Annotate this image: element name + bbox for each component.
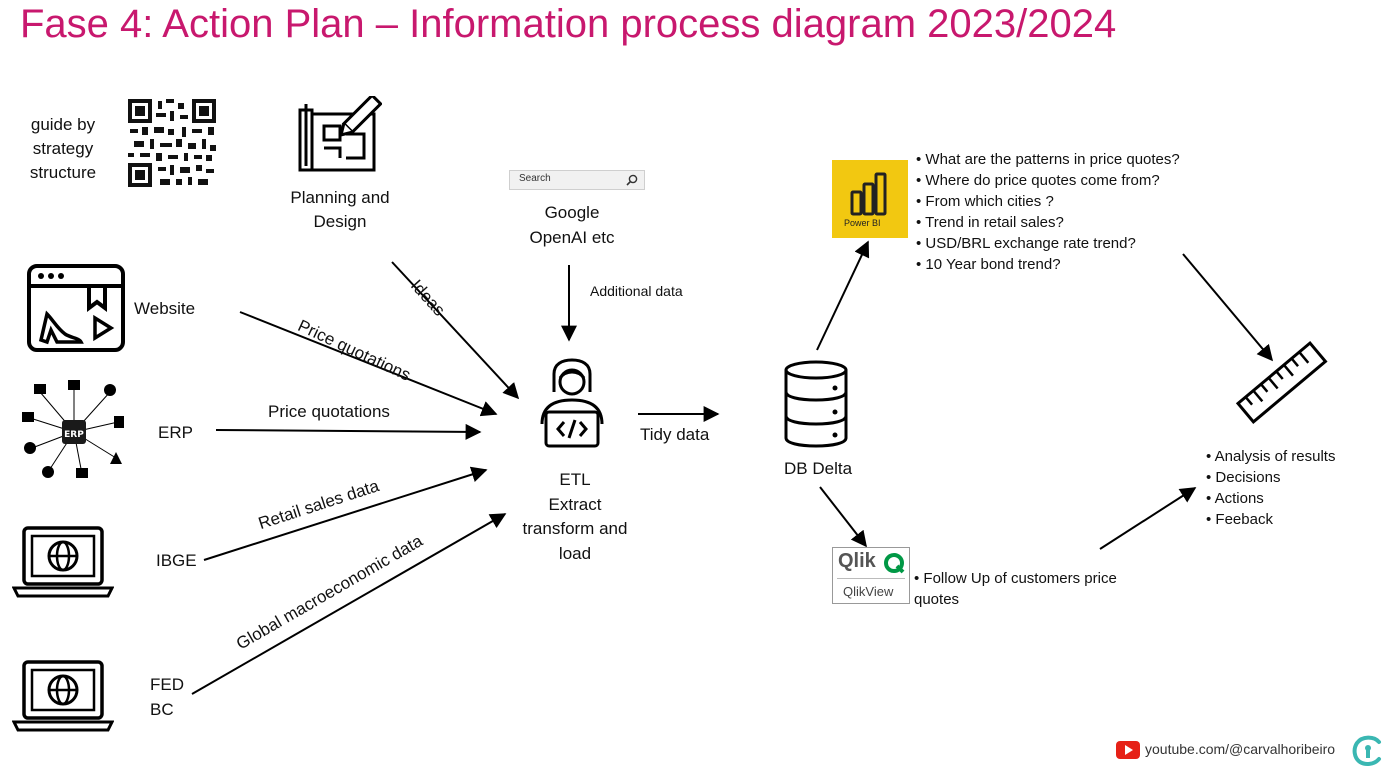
powerbi-bars-icon bbox=[850, 172, 887, 216]
question-item: What are the patterns in price quotes? bbox=[916, 149, 1179, 170]
erp-label: ERP bbox=[158, 423, 193, 442]
edge-label-price-quotations: Price quotations bbox=[268, 402, 390, 421]
arrow-db-to-powerbi bbox=[816, 240, 870, 351]
youtube-link[interactable]: youtube.com/@carvalhoribeiro bbox=[1145, 741, 1336, 757]
website-icon bbox=[27, 264, 125, 352]
arrow-qlik-to-results bbox=[1099, 487, 1197, 550]
powerbi-caption: Power BI bbox=[844, 218, 881, 228]
search-box[interactable]: Search bbox=[509, 170, 645, 190]
arrow-fed-to-etl bbox=[191, 513, 507, 695]
edge-label-tidy-data: Tidy data bbox=[640, 425, 710, 444]
svg-text:ERP: ERP bbox=[64, 430, 84, 440]
qlikview-caption: QlikView bbox=[843, 584, 894, 599]
arrow-ibge-to-etl bbox=[203, 466, 488, 561]
ibge-label: IBGE bbox=[156, 551, 197, 570]
result-item: Feeback bbox=[1206, 509, 1335, 530]
qlikview-logo: Qlik QlikView bbox=[832, 547, 910, 604]
laptop-globe-icon bbox=[12, 526, 114, 598]
qr-code-icon[interactable] bbox=[126, 97, 218, 189]
ruler-icon bbox=[1235, 340, 1328, 424]
erp-network-icon: ERP bbox=[22, 380, 124, 478]
arrow-questions-to-ruler bbox=[1182, 253, 1274, 362]
result-item: Analysis of results bbox=[1206, 446, 1336, 467]
youtube-icon[interactable] bbox=[1116, 741, 1140, 759]
arrow-erp-to-etl bbox=[215, 423, 482, 440]
channel-logo-icon bbox=[1352, 735, 1381, 766]
blueprint-icon bbox=[298, 96, 382, 172]
search-icon bbox=[626, 174, 638, 186]
powerbi-question-list: What are the patterns in price quotes? W… bbox=[916, 149, 1180, 275]
question-item: Where do price quotes come from? bbox=[916, 170, 1180, 191]
results-list: Analysis of results Decisions Actions Fe… bbox=[1206, 446, 1336, 530]
arrow-db-to-qlik bbox=[819, 486, 867, 548]
website-label: Website bbox=[134, 299, 196, 318]
page-title: Fase 4: Action Plan – Information proces… bbox=[20, 2, 1117, 46]
question-item: From which cities ? bbox=[916, 191, 1180, 212]
qlik-q-icon bbox=[884, 553, 905, 574]
qlik-wordmark: Qlik bbox=[838, 550, 876, 572]
edge-label-additional-data: Additional data bbox=[590, 283, 683, 299]
arrow-website-to-etl bbox=[239, 311, 498, 417]
question-item: 10 Year bond trend? bbox=[916, 254, 1180, 275]
db-delta-label: DB Delta bbox=[784, 459, 853, 478]
laptop-globe-icon bbox=[12, 660, 114, 732]
question-item: USD/BRL exchange rate trend? bbox=[916, 233, 1180, 254]
qlik-item-text: • Follow Up of customers price quotes bbox=[914, 570, 1117, 608]
arrow-planning-to-etl bbox=[391, 261, 520, 400]
question-item: Trend in retail sales? bbox=[916, 212, 1180, 233]
developer-icon bbox=[540, 358, 604, 448]
powerbi-logo: Power BI bbox=[832, 160, 908, 238]
result-item: Actions bbox=[1206, 488, 1335, 509]
result-item: Decisions bbox=[1206, 467, 1335, 488]
search-placeholder: Search bbox=[519, 173, 551, 184]
database-icon bbox=[784, 360, 848, 448]
